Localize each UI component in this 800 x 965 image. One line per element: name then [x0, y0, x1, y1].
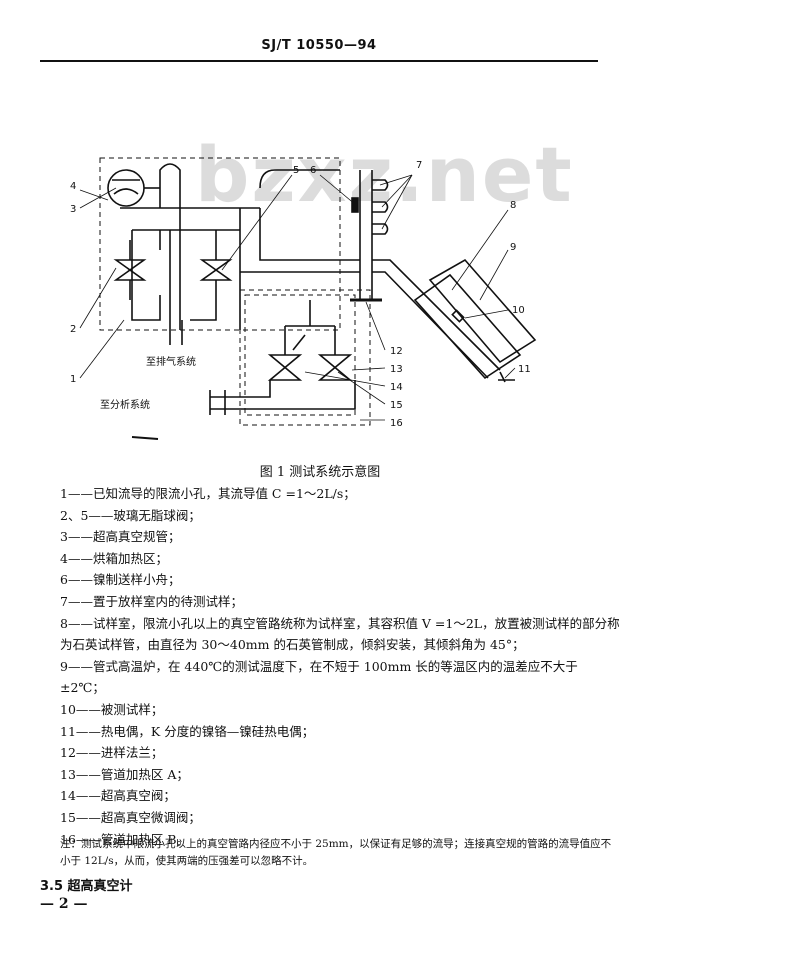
exhaust-system-label: 至排气系统: [146, 355, 196, 368]
figure-caption: 图 1 测试系统示意图: [259, 465, 381, 480]
callout-7: 7: [416, 160, 422, 171]
callout-10: 10: [512, 305, 525, 316]
legend-item: 7——置于放样室内的待测试样；: [60, 593, 243, 609]
document-code: SJ/T 10550—94: [261, 38, 377, 53]
left-ball-valve: [113, 259, 147, 281]
legend-item: 12——进样法兰；: [60, 745, 164, 761]
legend-item: 11——热电偶，K 分度的镍铬—镍硅热电偶；: [60, 723, 315, 739]
vacuum-gauge: [107, 169, 145, 207]
uhv-valve: [267, 354, 303, 381]
page-number: — 2 —: [40, 896, 88, 912]
callout-5: 5: [293, 165, 299, 176]
right-ball-valve: [199, 259, 233, 281]
analysis-system-label: 至分析系统: [100, 398, 150, 411]
legend-item: 3——超高真空规管；: [60, 529, 181, 545]
tube-furnace: [428, 258, 537, 364]
callout-16: 16: [390, 418, 403, 429]
callout-15: 15: [390, 400, 403, 411]
figure-legend: 1——已知流导的限流小孔，其流导值 C =1～2L/s； 2、5——玻璃无脂球阀…: [60, 483, 620, 850]
section-heading: 3.5 超高真空计: [40, 879, 133, 894]
callout-14: 14: [390, 382, 403, 393]
callout-6: 6: [310, 165, 316, 176]
legend-item: 14——超高真空阀；: [60, 788, 176, 804]
legend-item: 1——已知流导的限流小孔，其流导值 C =1～2L/s；: [60, 486, 356, 501]
callout-11: 11: [518, 364, 531, 375]
callout-4: 4: [70, 181, 76, 192]
figure-note: 注：测试系统中限流小孔以上的真空管路内径应不小于 25mm，以保证有足够的流导；…: [60, 838, 612, 867]
callout-3: 3: [70, 204, 76, 215]
legend-item: 2、5——玻璃无脂球阀；: [60, 507, 201, 523]
oven-zone-outline: [99, 157, 341, 331]
callout-8: 8: [510, 200, 516, 211]
pipe-heating-zone-b: [239, 289, 371, 426]
legend-item: 10——被测试样；: [60, 701, 164, 717]
legend-item: 16——管道加热区 B。: [60, 831, 190, 847]
legend-item: 15——超高真空微调阀；: [60, 809, 201, 825]
legend-item: 6——镍制送样小舟；: [60, 572, 181, 588]
callout-2: 2: [70, 324, 76, 335]
header-rule: [40, 60, 598, 62]
test-system-diagram: 4 3 2 1 5 6 7 8 9 10 11 12 13 14 15 16 至…: [70, 157, 537, 440]
pipe-heating-zone-a: [244, 294, 356, 416]
watermark: bzxz.net: [195, 130, 574, 219]
legend-item: 9——管式高温炉，在 440℃的测试温度下，在不短于 100mm 长的等温区内的…: [60, 658, 578, 696]
legend-item: 4——烘箱加热区；: [60, 550, 168, 566]
legend-item: 13——管道加热区 A；: [60, 766, 189, 782]
callout-1: 1: [70, 374, 76, 385]
callout-13: 13: [390, 364, 403, 375]
uhv-fine-valve: [317, 354, 353, 381]
callout-9: 9: [510, 242, 516, 253]
legend-item: 8——试样室，限流小孔以上的真空管路统称为试样室，其容积值 V =1～2L，放置…: [60, 615, 620, 653]
callout-12: 12: [390, 346, 403, 357]
